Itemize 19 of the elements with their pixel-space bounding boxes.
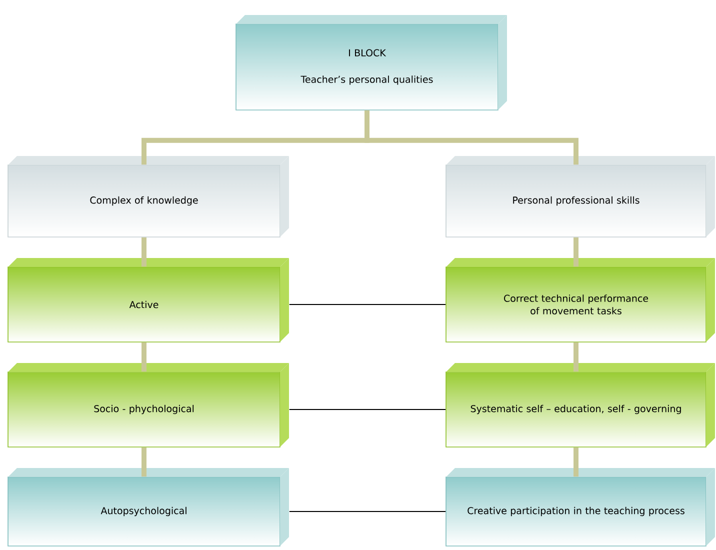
block-box: Complex of knowledge	[8, 156, 289, 238]
connector-line	[288, 304, 446, 305]
block-box: I BLOCK Teacher’s personal qualities	[236, 15, 507, 110]
connector-line	[574, 342, 578, 372]
block-box: Active	[8, 258, 289, 342]
block-box: Personal professional skills	[446, 156, 715, 238]
connector-line	[574, 237, 578, 267]
block-box: Creative participation in the teaching process	[446, 468, 715, 546]
block-box: Socio - phychological	[8, 363, 289, 448]
connector-line	[364, 110, 578, 165]
block-box: Correct technical performance of movement tasks	[446, 258, 715, 342]
connector-line	[288, 409, 446, 410]
connector-line	[142, 342, 146, 372]
connector-line	[142, 237, 146, 267]
connector-line	[574, 447, 578, 477]
connector-line	[142, 447, 146, 477]
connector-line	[288, 511, 446, 512]
block-box: Autopsychological	[8, 468, 289, 546]
block-box: Systematic self – education, self - governing	[446, 363, 715, 448]
